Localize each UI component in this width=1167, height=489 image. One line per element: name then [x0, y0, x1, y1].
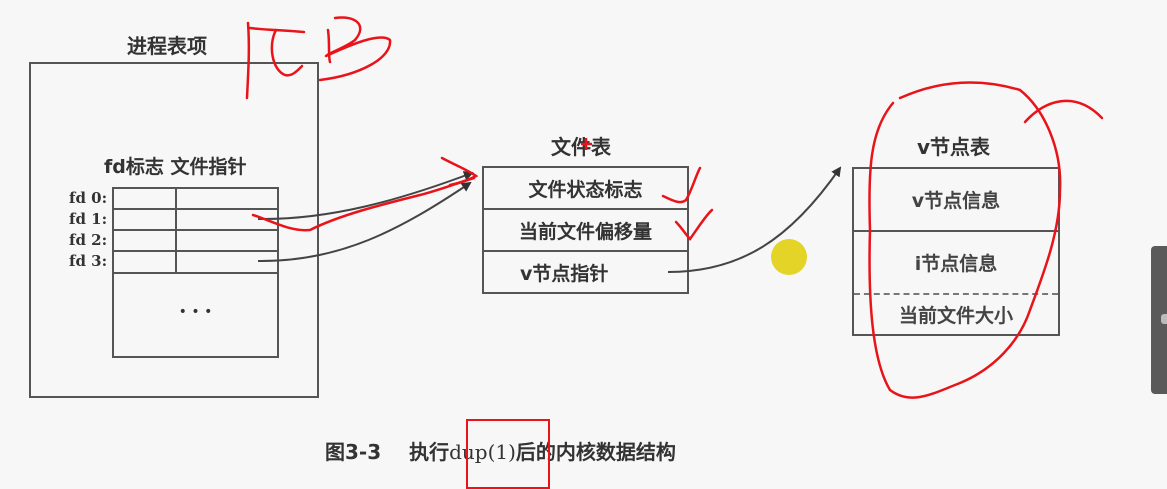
caption-highlight-box [466, 419, 550, 489]
chevron-left-icon [1161, 314, 1167, 324]
file-table-title: 文件表 [551, 135, 611, 159]
fd-row-3 [114, 252, 277, 274]
fd-table: • • • [112, 187, 279, 358]
fd-column-header: fd标志 文件指针 [104, 156, 247, 178]
fd-row-0 [114, 189, 277, 210]
fd-row-1 [114, 210, 277, 231]
fd-3-label: fd 3: [69, 252, 108, 270]
arrow-vnode-pointer-to-vnode-table [667, 166, 842, 273]
file-table: 文件状态标志 当前文件偏移量 v节点指针 [482, 166, 689, 294]
process-table-title: 进程表项 [127, 34, 207, 58]
vnode-table-title: v节点表 [917, 135, 991, 159]
vnode-pointer: v节点指针 [520, 262, 609, 285]
fd-row-2 [114, 231, 277, 252]
handwritten-arrowhead-stroke [440, 156, 479, 187]
fd-0-label: fd 0: [69, 189, 108, 207]
fd-column-divider [175, 189, 177, 274]
caption-text-before: 执行 [409, 440, 450, 464]
handwritten-vnode-tail [1023, 99, 1104, 124]
cursor-highlight-dot [771, 239, 807, 275]
file-status-flags: 文件状态标志 [484, 168, 687, 210]
caption-text-after: 后的内核数据结构 [515, 440, 676, 464]
current-file-size: 当前文件大小 [898, 305, 1013, 327]
fd-1-label: fd 1: [69, 210, 108, 228]
vnode-table: v节点信息 i节点信息 当前文件大小 [852, 167, 1060, 336]
caption-highlight: dup(1) [449, 440, 516, 464]
vnode-info: v节点信息 [854, 169, 1058, 232]
inode-info: i节点信息 [854, 232, 1058, 295]
current-file-offset: 当前文件偏移量 [484, 210, 687, 252]
fd-2-label: fd 2: [69, 231, 108, 249]
figure-number: 图3-3 [325, 440, 382, 464]
side-panel-handle[interactable] [1151, 246, 1167, 394]
fd-ellipsis: • • • [178, 304, 213, 320]
figure-caption: 图3-3 执行dup(1)后的内核数据结构 [325, 436, 676, 465]
